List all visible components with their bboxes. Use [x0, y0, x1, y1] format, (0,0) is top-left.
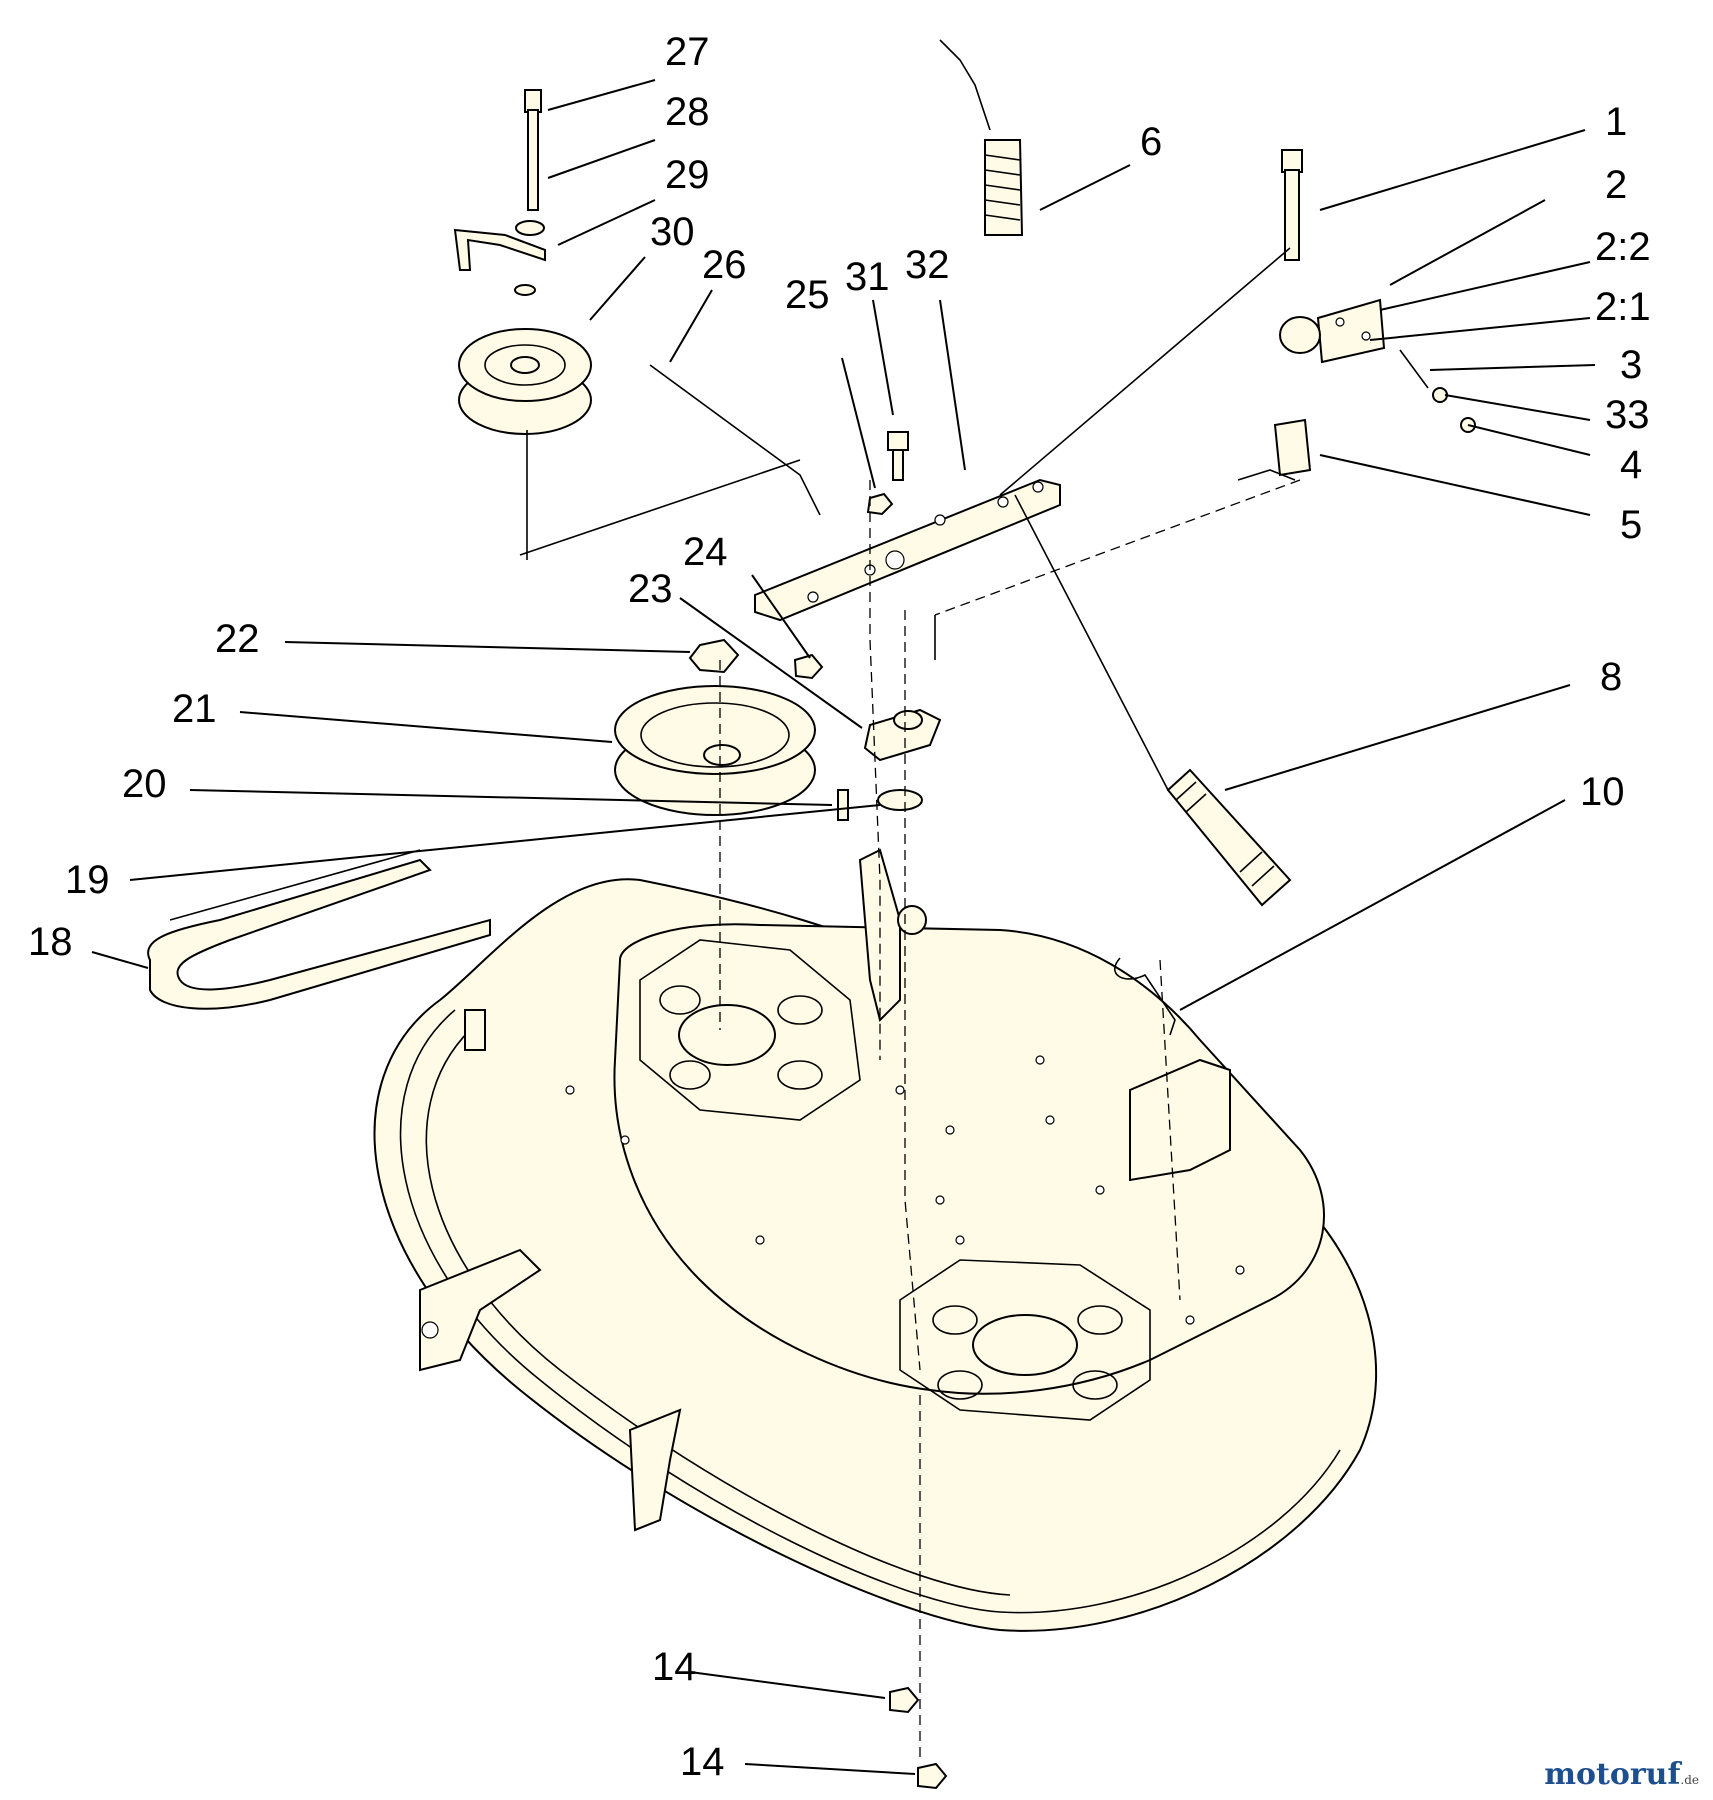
locknut-14-lower	[917, 1762, 948, 1790]
callout-2: 2	[1605, 163, 1627, 207]
callout-5: 5	[1620, 503, 1642, 547]
callout-8: 8	[1600, 655, 1622, 699]
drive-belt	[147, 849, 491, 1010]
assembly-lines	[519, 247, 1301, 1760]
left-front-bracket	[419, 1248, 542, 1372]
callout-26: 26	[702, 243, 747, 287]
callout-28: 28	[665, 90, 710, 134]
callout-6: 6	[1140, 120, 1162, 164]
callout-19: 19	[65, 858, 110, 902]
pulley-nut-22	[688, 638, 740, 674]
right-bracket	[1129, 1058, 1231, 1182]
spring-6	[939, 39, 1024, 236]
nut-33	[1432, 387, 1448, 403]
callout-2-2: 2:2	[1595, 225, 1651, 269]
callout-4: 4	[1620, 443, 1642, 487]
rod-26	[649, 364, 821, 516]
callout-29: 29	[665, 153, 710, 197]
callout-25: 25	[785, 273, 830, 317]
locknut-24	[793, 653, 824, 680]
spring-rod-10	[1114, 957, 1176, 1036]
idler-arm	[453, 228, 546, 271]
locknut-14-upper	[889, 1686, 920, 1714]
left-rear-bracket	[628, 1408, 682, 1532]
callout-labels: 1 2 2:2 2:1 3 33 4 5 6 8 10 14 14 18 19 …	[28, 30, 1651, 1784]
callout-18: 18	[28, 920, 73, 964]
callout-22: 22	[215, 617, 260, 661]
callout-3: 3	[1620, 343, 1642, 387]
callout-20: 20	[122, 762, 167, 806]
callout-31: 31	[845, 255, 890, 299]
bolt-1	[1281, 149, 1303, 261]
screw-20	[837, 789, 849, 821]
idler-bolt	[524, 89, 542, 211]
idler-pulley	[458, 328, 592, 435]
right-spindle	[899, 1259, 1151, 1421]
idler-bracket-plate	[754, 478, 1061, 622]
callout-24: 24	[683, 530, 728, 574]
callout-10: 10	[1580, 770, 1625, 814]
leader-lines	[91, 79, 1596, 1775]
shoulder-bolt	[887, 431, 909, 481]
mower-deck	[373, 848, 1378, 1632]
spring-8	[1166, 768, 1292, 907]
bushing-23	[863, 708, 942, 762]
deck-pulley	[614, 685, 816, 816]
locknut-25	[866, 492, 894, 516]
spring-5	[1237, 418, 1312, 481]
washer-19	[877, 789, 923, 811]
watermark-suffix: .de	[1680, 1773, 1699, 1787]
callout-14-lower: 14	[680, 1740, 725, 1784]
callout-30: 30	[650, 210, 695, 254]
pin-3	[1399, 349, 1429, 389]
callout-21: 21	[172, 687, 217, 731]
bracket-2	[1279, 298, 1386, 364]
callout-14-upper: 14	[652, 1645, 697, 1689]
callout-23: 23	[628, 567, 673, 611]
watermark-text: motoruf	[1544, 1757, 1681, 1792]
callout-33: 33	[1605, 393, 1650, 437]
watermark-logo: motoruf.de	[1544, 1757, 1699, 1792]
idler-washer	[515, 220, 545, 236]
left-spindle	[639, 939, 861, 1121]
deck-holes	[565, 1055, 1245, 1325]
callout-27: 27	[665, 30, 710, 74]
callout-32: 32	[905, 243, 950, 287]
callout-2-1: 2:1	[1595, 285, 1651, 329]
callout-1: 1	[1605, 100, 1627, 144]
